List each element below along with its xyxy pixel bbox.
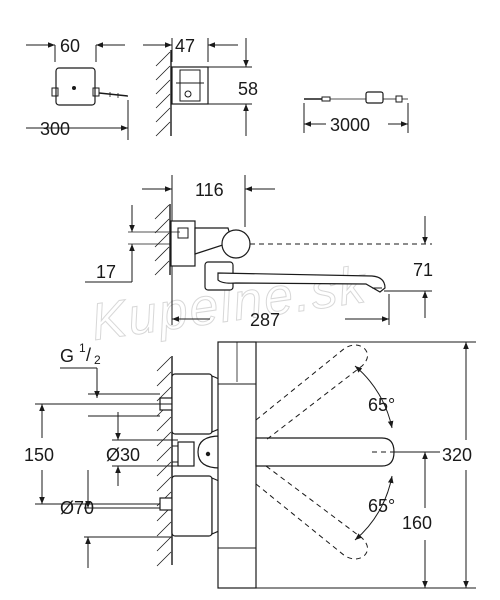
thread-fraction-slash: /	[86, 345, 91, 365]
dim-spacing: 150	[24, 445, 54, 465]
dim-side-offset: 17	[96, 262, 116, 282]
cable-view: 3000	[303, 91, 409, 135]
dim-box-width: 60	[60, 36, 80, 56]
dim-dia-small: Ø30	[106, 445, 140, 465]
dim-total-height: 320	[442, 445, 472, 465]
dim-cable-short: 300	[40, 119, 70, 139]
dim-side-depth: 116	[195, 180, 224, 200]
dim-lower-height: 160	[402, 513, 432, 533]
dim-box-depth: 47	[175, 36, 195, 56]
thread-fraction-num: 1	[79, 341, 86, 355]
dim-cable-long: 3000	[330, 115, 370, 135]
front-view: G 1 / 2 150 Ø30 Ø70	[24, 341, 476, 589]
dim-spout-length: 287	[250, 310, 280, 330]
box-top-view: 60 300	[26, 36, 129, 140]
spout-side-view: 116 17 71 287	[85, 175, 433, 330]
angle-lower: 65°	[368, 496, 395, 516]
dim-dia-large: Ø70	[60, 498, 94, 518]
thread-label: G	[60, 346, 74, 366]
dim-spout-height: 71	[413, 260, 433, 280]
box-side-view: 47 58	[143, 36, 258, 137]
angle-upper: 65°	[368, 395, 395, 415]
dim-box-height: 58	[238, 79, 258, 99]
thread-fraction-den: 2	[94, 353, 101, 367]
